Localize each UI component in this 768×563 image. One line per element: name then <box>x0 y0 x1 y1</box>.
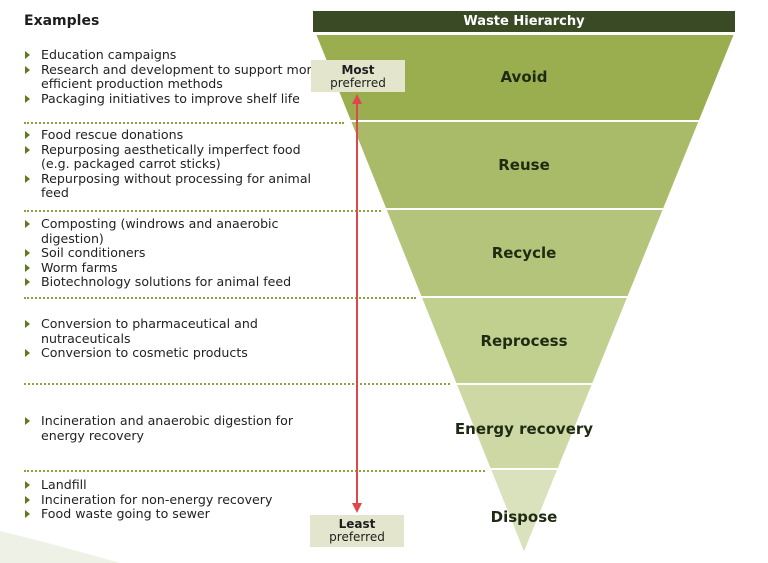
example-text: Food rescue donations <box>41 127 184 142</box>
dotted-divider <box>24 122 344 124</box>
example-text: Packaging initiatives to improve shelf l… <box>41 90 300 106</box>
bullet-icon <box>25 349 30 358</box>
example-item: Food rescue donations <box>24 127 324 143</box>
example-text: Composting (windrows and anaerobic diges… <box>41 216 279 246</box>
example-text: Conversion to pharmaceutical and nutrace… <box>41 316 258 346</box>
example-text: Incineration and anaerobic digestion for… <box>41 413 293 443</box>
most-label: Most <box>341 63 375 77</box>
example-item: Incineration and anaerobic digestion for… <box>24 413 324 443</box>
example-text: Landfill <box>41 477 87 492</box>
example-item: Repurposing aesthetically imperfect food… <box>24 141 324 172</box>
most-preferred-sub: preferred <box>330 76 386 90</box>
example-item: Incineration for non-energy recovery <box>24 491 324 508</box>
example-item: Biotechnology solutions for animal feed <box>24 275 324 290</box>
example-item: Research and development to support more… <box>24 61 324 92</box>
bullet-icon <box>25 174 30 183</box>
dotted-divider <box>24 210 381 212</box>
example-group: Conversion to pharmaceutical and nutrace… <box>24 316 324 361</box>
arrow-down-icon <box>352 503 362 513</box>
example-text: Worm farms <box>41 259 118 275</box>
example-text: Education campaigns <box>41 47 177 62</box>
arrow-up-icon <box>352 94 362 104</box>
hierarchy-title: Waste Hierarchy <box>313 11 735 32</box>
bullet-icon <box>25 65 30 74</box>
example-item: Conversion to cosmetic products <box>24 345 324 361</box>
example-item: Composting (windrows and anaerobic diges… <box>24 216 324 246</box>
example-item: Worm farms <box>24 259 324 276</box>
example-group: Composting (windrows and anaerobic diges… <box>24 216 324 290</box>
level-label: Dispose <box>490 508 558 526</box>
example-text: Biotechnology solutions for animal feed <box>41 274 292 290</box>
level-label: Avoid <box>500 68 548 86</box>
least-label: Least <box>338 517 376 531</box>
example-text: Conversion to cosmetic products <box>41 345 248 361</box>
example-text: Research and development to support more… <box>41 61 320 92</box>
decorative-swoosh <box>0 531 120 563</box>
bullet-icon <box>25 417 30 425</box>
bullet-icon <box>25 495 30 504</box>
most-preferred-box: Most preferred <box>311 60 405 92</box>
example-item: Landfill <box>24 477 324 493</box>
hierarchy-level-dispose <box>488 468 560 557</box>
bullet-icon <box>25 510 30 519</box>
bullet-icon <box>25 278 30 287</box>
bullet-icon <box>25 131 30 139</box>
examples-heading: Examples <box>24 13 100 29</box>
dotted-divider <box>24 470 485 472</box>
bullet-icon <box>25 263 30 272</box>
example-item: Education campaigns <box>24 47 324 63</box>
least-preferred-sub: preferred <box>329 530 385 544</box>
bullet-icon <box>25 145 30 154</box>
bullet-icon <box>25 249 30 258</box>
bullet-icon <box>25 320 30 328</box>
example-text: Repurposing without processing for anima… <box>41 170 312 201</box>
example-item: Soil conditioners <box>24 245 324 261</box>
example-group: Incineration and anaerobic digestion for… <box>24 413 324 443</box>
least-preferred-box: Least preferred <box>310 515 404 547</box>
example-text: Soil conditioners <box>41 245 146 261</box>
level-label: Energy recovery <box>454 420 594 438</box>
example-item: Conversion to pharmaceutical and nutrace… <box>24 316 324 346</box>
level-label: Reuse <box>498 156 550 174</box>
bullet-icon <box>25 220 30 228</box>
level-label: Reprocess <box>480 332 568 350</box>
example-item: Food waste going to sewer <box>24 506 324 522</box>
example-text: Repurposing aesthetically imperfect food… <box>41 141 301 172</box>
example-item: Packaging initiatives to improve shelf l… <box>24 90 324 107</box>
dotted-divider <box>24 383 450 385</box>
dotted-divider <box>24 297 416 299</box>
example-item: Repurposing without processing for anima… <box>24 170 324 201</box>
bullet-icon <box>25 481 30 489</box>
bullet-icon <box>25 51 30 59</box>
example-text: Incineration for non-energy recovery <box>41 491 273 507</box>
bullet-icon <box>25 94 30 103</box>
example-text: Food waste going to sewer <box>41 506 210 522</box>
level-label: Recycle <box>491 244 557 262</box>
